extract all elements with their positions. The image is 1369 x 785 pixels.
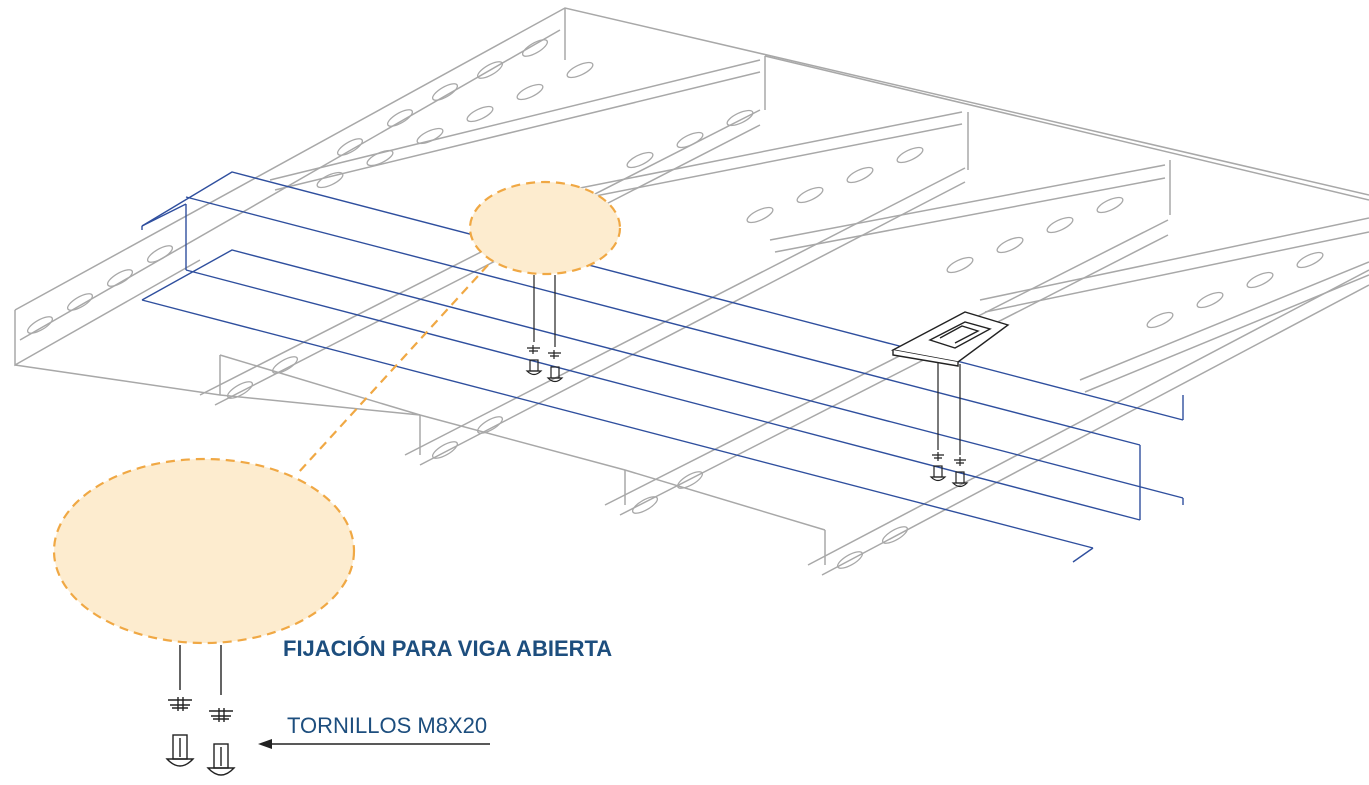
detail-connector-line — [297, 264, 489, 474]
beam-bolts — [525, 275, 564, 383]
enlarged-screws — [165, 645, 236, 776]
detail-highlight — [52, 180, 622, 645]
detail-circle-large — [52, 457, 356, 645]
detail-circle-small — [468, 180, 622, 276]
arrow-head-icon — [258, 739, 272, 749]
fixing-plate — [890, 311, 1010, 367]
plate-bolts — [929, 362, 969, 488]
open-beam — [141, 171, 1184, 563]
screws-label: TORNILLOS M8X20 — [287, 713, 488, 738]
screw-arrow — [258, 739, 490, 749]
diagram-title: FIJACIÓN PARA VIGA ABIERTA — [283, 636, 613, 661]
cable-tray — [14, 7, 1369, 576]
